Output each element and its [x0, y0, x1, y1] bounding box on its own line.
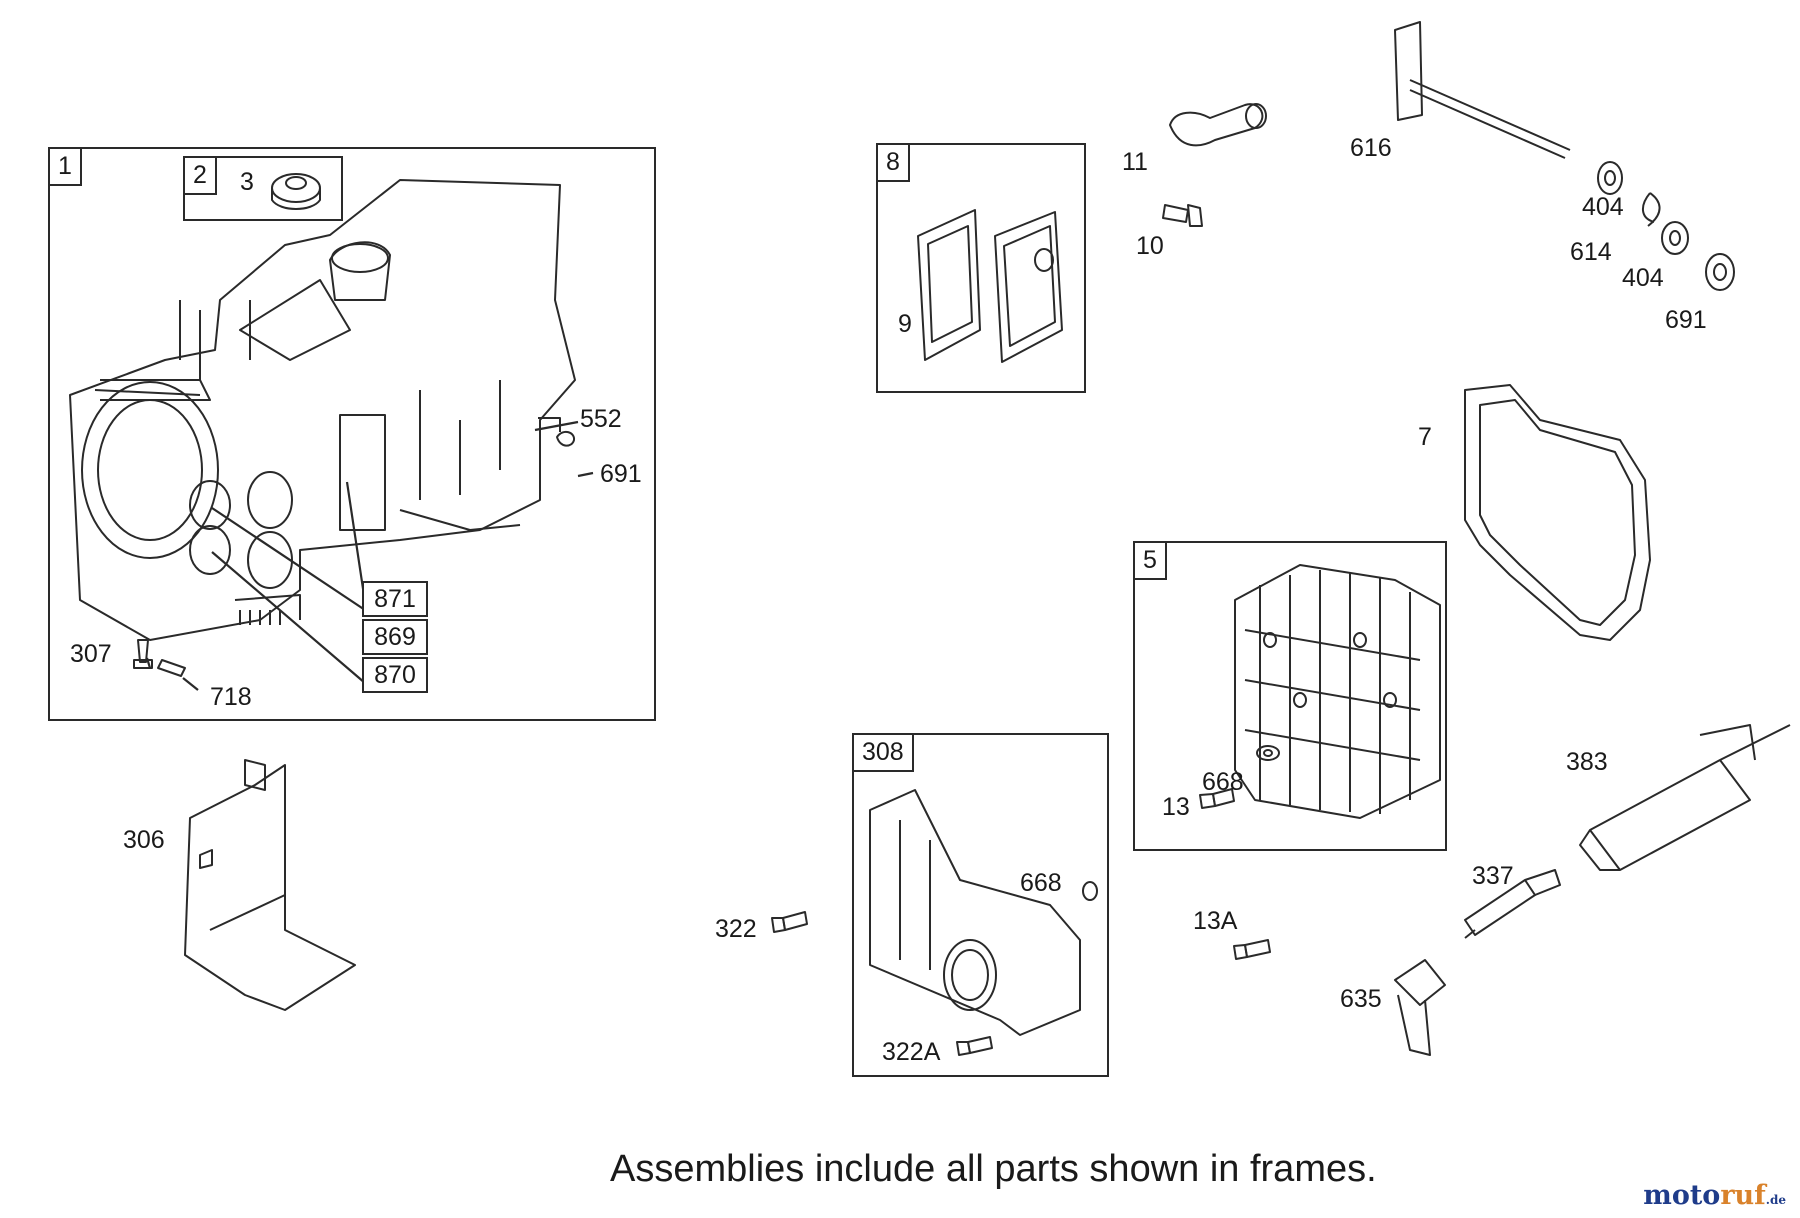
- part-label-635: 635: [1340, 985, 1382, 1013]
- gasket-drawing: [1464, 384, 1651, 641]
- shield-308-drawing: [771, 789, 1271, 1056]
- boxed-label-870: 870: [362, 657, 428, 693]
- tube-and-bolt-drawing: [1162, 103, 1267, 227]
- frame-seal-kit: 2: [183, 156, 343, 221]
- part-label-10: 10: [1136, 232, 1164, 260]
- part-label-322: 322: [715, 915, 757, 943]
- part-label-404-second: 404: [1622, 264, 1664, 292]
- part-label-718: 718: [210, 683, 252, 711]
- part-label-383: 383: [1566, 748, 1608, 776]
- breather-drawing: [917, 209, 1063, 363]
- part-label-614: 614: [1570, 238, 1612, 266]
- assemblies-caption: Assemblies include all parts shown in fr…: [610, 1148, 1377, 1190]
- frame-id-8: 8: [878, 145, 910, 182]
- governor-shaft-drawing: [1394, 21, 1735, 291]
- watermark-logo: motoruf.de: [1643, 1180, 1786, 1211]
- frame-id-308: 308: [854, 735, 914, 772]
- part-label-9: 9: [898, 310, 912, 338]
- part-label-307: 307: [70, 640, 112, 668]
- seal-drawing: [271, 173, 321, 210]
- ignition-parts-drawing: [1394, 724, 1791, 1056]
- part-label-322A: 322A: [882, 1038, 941, 1066]
- frame-crankcase-assembly: 1: [48, 147, 656, 721]
- part-label-3: 3: [240, 168, 254, 196]
- cylinder-head-drawing: [1199, 564, 1441, 819]
- boxed-label-871: 871: [362, 581, 428, 617]
- crankcase-drawing: [69, 179, 576, 641]
- part-label-404: 404: [1582, 193, 1624, 221]
- boxed-label-869: 869: [362, 619, 428, 655]
- small-parts-frame1: [133, 417, 576, 677]
- part-label-11: 11: [1122, 148, 1148, 176]
- part-label-691-second: 691: [1665, 306, 1707, 334]
- frame-cylinder-head-assembly: 5: [1133, 541, 1447, 851]
- part-label-306: 306: [123, 826, 165, 854]
- part-label-668: 668: [1202, 768, 1244, 796]
- shield-306-drawing: [184, 759, 356, 1011]
- part-label-691: 691: [600, 460, 642, 488]
- part-label-7: 7: [1418, 423, 1432, 451]
- part-label-616: 616: [1350, 134, 1392, 162]
- part-label-337: 337: [1472, 862, 1514, 890]
- frame-breather-assembly: 8: [876, 143, 1086, 393]
- part-label-552: 552: [580, 405, 622, 433]
- frame-shield-assembly: 308: [852, 733, 1109, 1077]
- part-label-13: 13: [1162, 793, 1190, 821]
- frame-id-5: 5: [1135, 543, 1167, 580]
- frame-id-1: 1: [50, 149, 82, 186]
- part-label-668-second: 668: [1020, 869, 1062, 897]
- frame-id-2: 2: [185, 158, 217, 195]
- part-label-13A: 13A: [1193, 907, 1238, 935]
